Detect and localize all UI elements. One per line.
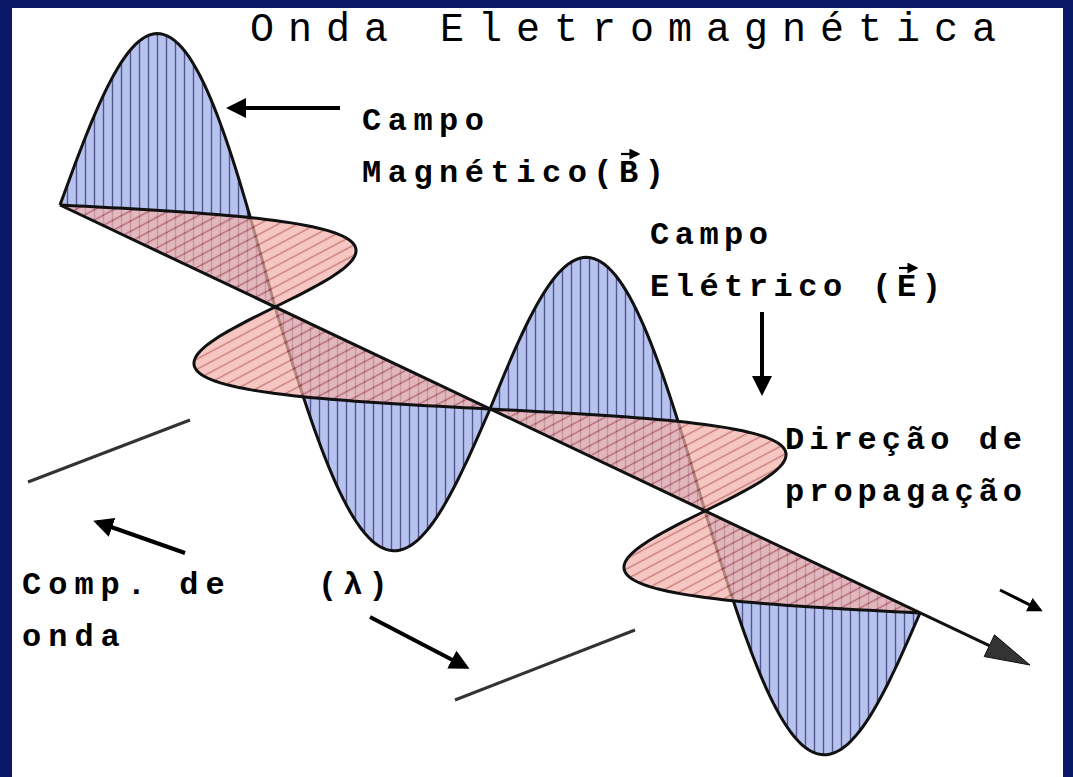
lobe-fill (60, 205, 356, 307)
pointer-arrow (230, 106, 340, 110)
diagram-title: Onda Eletromagnética (250, 6, 1062, 56)
lobe-outline (490, 409, 786, 511)
pointer-arrow (370, 617, 466, 667)
wavelength-marker (455, 630, 635, 700)
pointer-arrow (760, 312, 764, 392)
field-waves (60, 34, 1030, 755)
pointer-arrow (1000, 590, 1040, 610)
electric-lobe (194, 307, 490, 409)
electric-lobe (490, 409, 786, 511)
pointer-arrows (28, 108, 1040, 700)
wavelength-marker (28, 420, 190, 482)
direction-label: Direção de propagação (785, 415, 1047, 519)
electric-lobe (624, 511, 920, 613)
wavelength-symbol: (λ) (318, 560, 438, 612)
lobe-fill (194, 307, 490, 409)
lobe-outline (60, 205, 356, 307)
wavelength-label: Comp. de onda (22, 560, 262, 664)
axis-arrowhead (984, 635, 1030, 665)
lobe-fill (624, 511, 920, 613)
vector-arrow (899, 267, 916, 269)
field-label: Campo Magnético(B) (362, 96, 692, 200)
field-label: Campo Elétrico (E) (650, 210, 980, 314)
lobe-fill (490, 409, 786, 511)
lobe-outline (194, 307, 490, 409)
lobe-outline (624, 511, 920, 613)
electric-lobe (60, 205, 356, 307)
vector-arrow (621, 153, 638, 155)
pointer-arrow (97, 522, 185, 553)
